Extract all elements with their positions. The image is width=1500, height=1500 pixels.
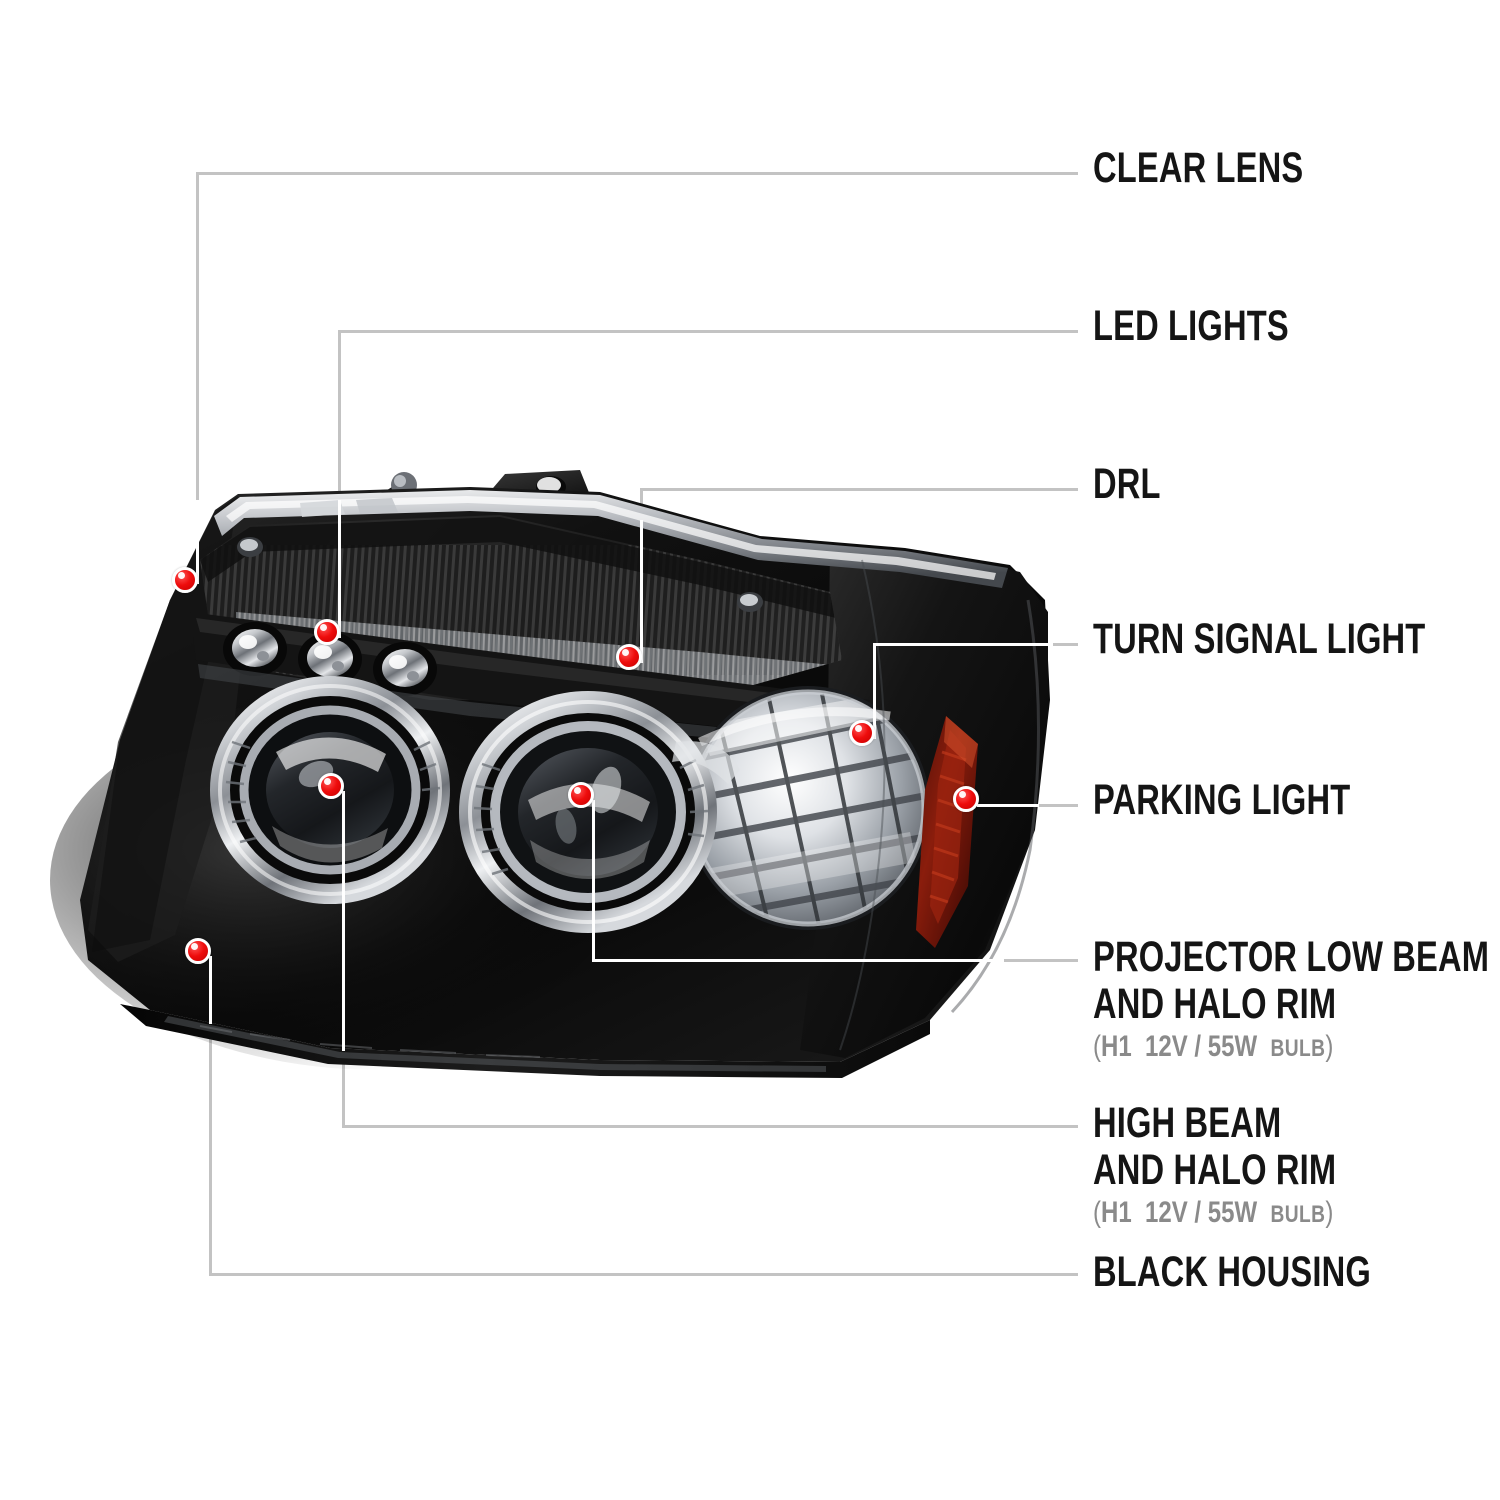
leader-black-housing-vertical	[209, 956, 212, 1276]
callout-text-turn-signal-light: TURN SIGNAL LIGHT	[1093, 615, 1426, 663]
callout-label-high-beam: HIGH BEAM AND HALO RIM (H1 12V / 55W BUL…	[1093, 1100, 1413, 1234]
sub-bulb-plb: BULB	[1270, 1035, 1326, 1062]
sub-volt-plb: 12V	[1145, 1030, 1188, 1063]
callout-text-high-beam-1: HIGH BEAM	[1093, 1099, 1282, 1147]
callout-text-high-beam-2: AND HALO RIM	[1093, 1146, 1337, 1194]
sub-paren-close-plb: )	[1325, 1030, 1334, 1063]
leader-black-housing-horizontal	[209, 1273, 1078, 1276]
callout-text-drl: DRL	[1093, 460, 1161, 508]
callout-label-led-lights: LED LIGHTS	[1093, 303, 1351, 350]
leader-clear-lens-vertical	[196, 172, 199, 584]
sub-slash-hb: /	[1194, 1196, 1202, 1229]
callout-subtext-projector-low-beam: (H1 12V / 55W BULB)	[1093, 1028, 1500, 1068]
callout-label-parking-light: PARKING LIGHT	[1093, 777, 1432, 824]
callout-label-drl: DRL	[1093, 461, 1182, 508]
sub-watt-plb: 55W	[1207, 1030, 1258, 1063]
callout-label-black-housing: BLACK HOUSING	[1093, 1249, 1459, 1296]
sub-code-hb: H1	[1101, 1196, 1132, 1229]
sub-code-plb: H1	[1101, 1030, 1132, 1063]
callout-label-projector-low-beam: PROJECTOR LOW BEAM AND HALO RIM (H1 12V …	[1093, 934, 1500, 1068]
leader-led-lights-vertical	[338, 330, 341, 638]
callout-label-turn-signal-light: TURN SIGNAL LIGHT	[1093, 616, 1500, 663]
sub-paren-close-hb: )	[1325, 1196, 1334, 1229]
sub-volt-hb: 12V	[1145, 1196, 1188, 1229]
leader-high-beam-horizontal	[342, 1125, 1078, 1128]
leader-clear-lens-horizontal	[196, 172, 1078, 175]
callout-text-black-housing: BLACK HOUSING	[1093, 1248, 1371, 1296]
leader-led-lights-horizontal	[338, 330, 1078, 333]
sub-paren-open-plb: (	[1093, 1030, 1101, 1063]
callout-text-projector-low-beam-1: PROJECTOR LOW BEAM	[1093, 933, 1490, 981]
callout-text-projector-low-beam-2: AND HALO RIM	[1093, 980, 1337, 1028]
callout-text-led-lights: LED LIGHTS	[1093, 302, 1289, 350]
sub-bulb-hb: BULB	[1270, 1201, 1326, 1228]
callout-text-parking-light: PARKING LIGHT	[1093, 776, 1351, 824]
sub-watt-hb: 55W	[1207, 1196, 1258, 1229]
sub-paren-open-hb: (	[1093, 1196, 1101, 1229]
callout-subtext-high-beam: (H1 12V / 55W BULB)	[1093, 1194, 1349, 1234]
callout-label-clear-lens: CLEAR LENS	[1093, 145, 1370, 192]
callout-text-clear-lens: CLEAR LENS	[1093, 144, 1304, 192]
sub-slash-plb: /	[1194, 1030, 1202, 1063]
